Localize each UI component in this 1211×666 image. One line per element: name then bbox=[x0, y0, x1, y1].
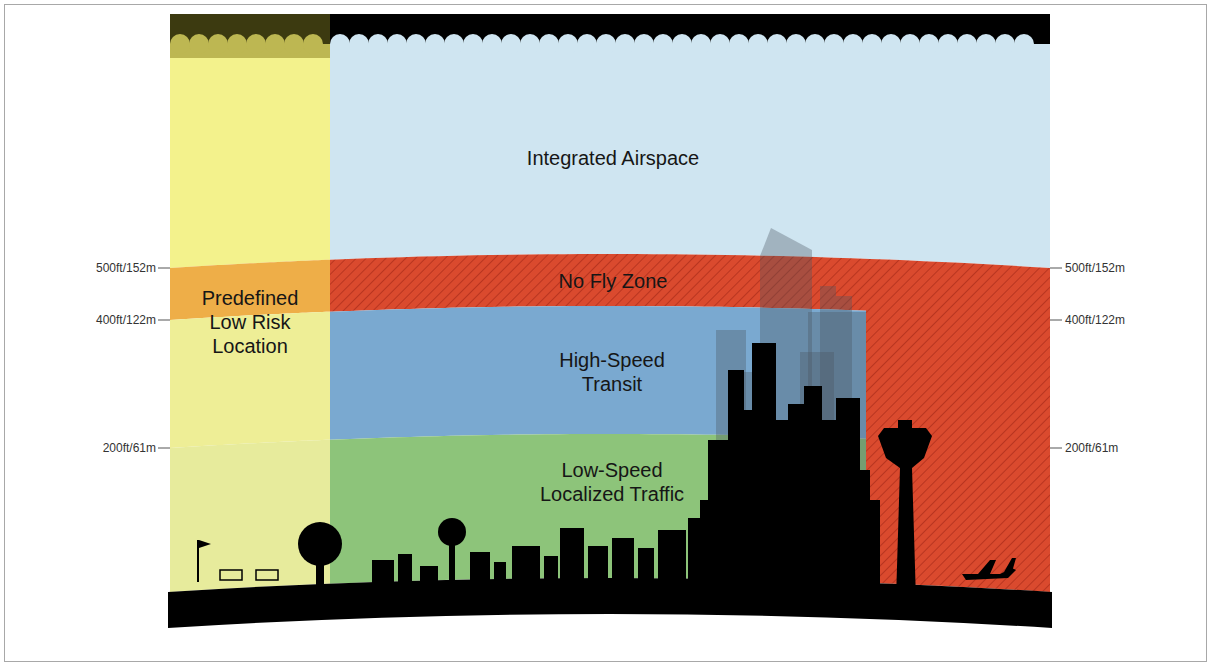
trees bbox=[298, 518, 466, 590]
altitude-label: 200ft/61m bbox=[103, 441, 156, 455]
altitude-marker: 500ft/152m bbox=[96, 261, 156, 275]
band-label: High-Speed Transit bbox=[542, 348, 682, 396]
altitude-marker: 500ft/152m bbox=[1065, 261, 1125, 275]
ground bbox=[168, 578, 1052, 628]
control-tower bbox=[878, 428, 932, 600]
altitude-label: 400ft/122m bbox=[96, 313, 156, 327]
altitude-marker: 400ft/122m bbox=[96, 313, 156, 327]
altitude-label: 200ft/61m bbox=[1065, 441, 1118, 455]
tower-top bbox=[898, 420, 912, 430]
altitude-marker: 200ft/61m bbox=[1065, 441, 1118, 455]
integrated-airspace-band: Integrated Airspace bbox=[330, 14, 1050, 272]
band-label: Predefined Low Risk Location bbox=[185, 286, 315, 358]
altitude-ticks bbox=[158, 268, 1062, 448]
band-label: Integrated Airspace bbox=[483, 146, 743, 170]
band-shape bbox=[330, 14, 1050, 272]
band-label: No Fly Zone bbox=[513, 269, 713, 293]
altitude-label: 400ft/122m bbox=[1065, 313, 1125, 327]
altitude-label: 500ft/152m bbox=[1065, 261, 1125, 275]
low-risk-location-band: Predefined Low Risk Location bbox=[170, 14, 330, 592]
band-label: Low-Speed Localized Traffic bbox=[527, 458, 697, 506]
altitude-label: 500ft/152m bbox=[96, 261, 156, 275]
altitude-marker: 400ft/122m bbox=[1065, 313, 1125, 327]
field-props bbox=[198, 540, 278, 582]
airplane bbox=[962, 558, 1016, 580]
skyline-buildings bbox=[372, 343, 880, 600]
altitude-marker: 200ft/61m bbox=[103, 441, 156, 455]
figure-border bbox=[5, 5, 1207, 662]
